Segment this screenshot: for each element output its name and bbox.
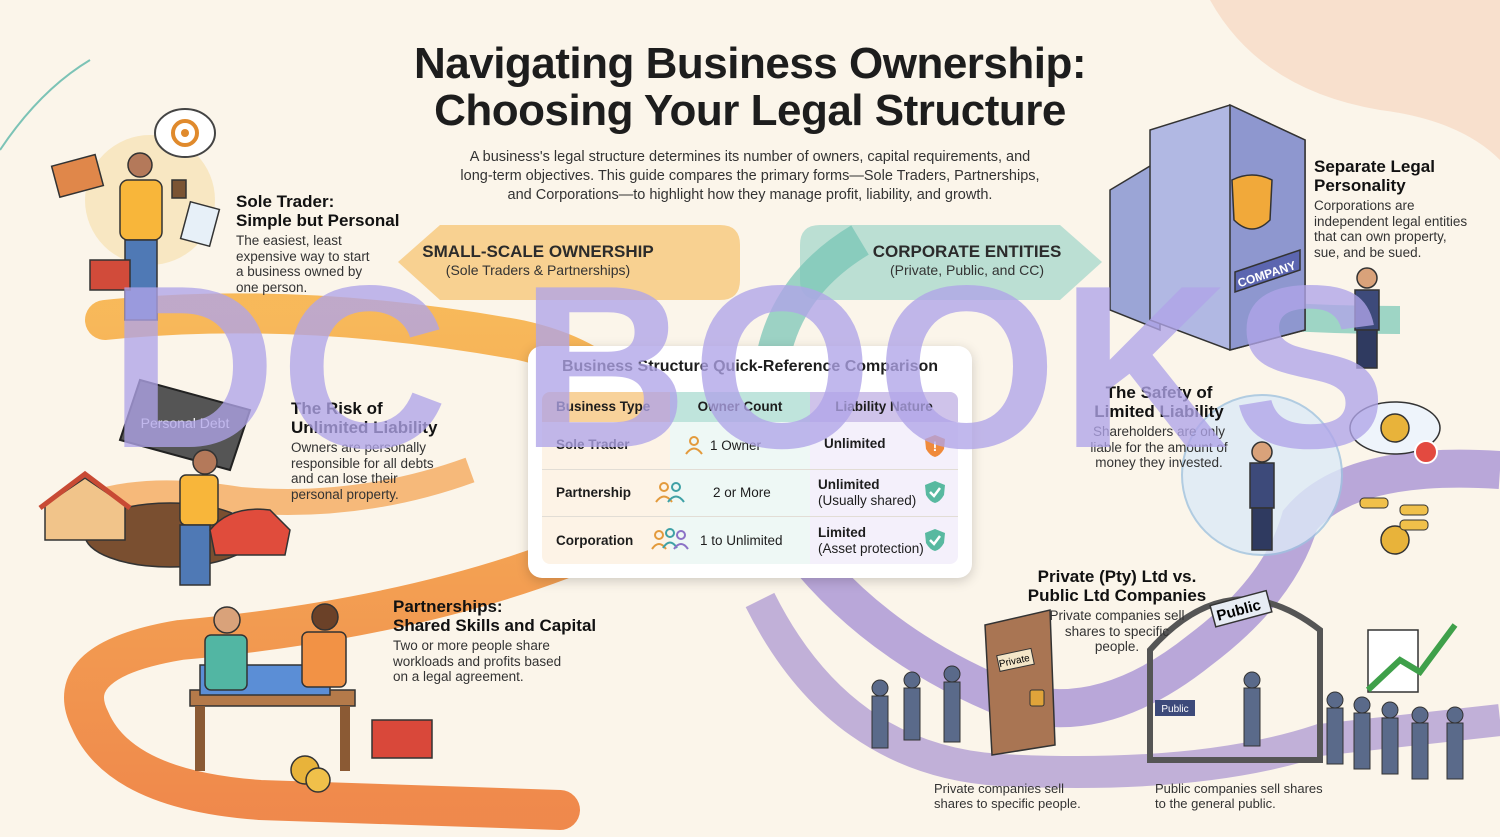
unlimited-heading-2: Unlimited Liability (291, 418, 438, 437)
header-owner-count: Owner Count (670, 392, 810, 422)
separate-personality-section: Separate Legal Personality Corporations … (1314, 157, 1484, 260)
row-type: Corporation (556, 533, 634, 548)
page-title: Navigating Business Ownership: Choosing … (0, 40, 1500, 134)
private-caption: Private companies sell shares to specifi… (934, 781, 1081, 811)
header-business-type: Business Type (542, 392, 670, 422)
table-row: Corporation 1 to Unlimited Limited (Asse… (542, 516, 958, 564)
svg-text:!: ! (933, 438, 938, 454)
public-gate-sign: Public (1161, 704, 1188, 715)
pty-heading-2: Public Ltd Companies (1027, 586, 1207, 605)
row-owners: 2 or More (713, 485, 771, 500)
intro-text: A business's legal structure determines … (460, 149, 1040, 203)
title-line-2: Choosing Your Legal Structure (434, 86, 1066, 135)
row-liability: Unlimited (824, 436, 886, 451)
check-shield-icon (925, 529, 945, 551)
warning-shield-icon: ! (925, 435, 945, 457)
limited-heading-1: The Safety of (1105, 383, 1213, 402)
unlimited-heading-1: The Risk of (291, 399, 383, 418)
comparison-table: Business Structure Quick-Reference Compa… (528, 346, 972, 578)
corporate-title: CORPORATE ENTITIES (872, 242, 1062, 261)
pty-heading-1: Private (Pty) Ltd vs. (1037, 567, 1197, 586)
sole-trader-heading-2: Simple but Personal (236, 211, 400, 230)
row-liability-note: (Usually shared) (818, 493, 917, 508)
check-shield-icon (925, 481, 945, 503)
small-scale-title: SMALL-SCALE OWNERSHIP (422, 242, 654, 261)
row-type: Sole Trader (556, 437, 630, 452)
table-row: Sole Trader 1 Owner Unlimited ! (542, 422, 958, 469)
sole-trader-illustration (50, 108, 221, 321)
limited-text: Shareholders are only liable for the amo… (1090, 424, 1228, 470)
unlimited-liability-illustration: Personal Debt (38, 378, 291, 586)
limited-liability-illustration (1181, 394, 1441, 556)
single-person-icon (685, 436, 703, 455)
limited-heading-2: Limited Liability (1094, 402, 1224, 421)
sole-trader-heading-1: Sole Trader: (236, 192, 335, 211)
pty-text: Private companies sell shares to specifi… (1049, 608, 1185, 654)
unlimited-liability-section: The Risk of Unlimited Liability Owners a… (291, 399, 451, 502)
sole-trader-text: The easiest, least expensive way to star… (236, 233, 370, 295)
header-liability-nature: Liability Nature (810, 392, 958, 422)
limited-liability-section: The Safety of Limited Liability Sharehol… (1084, 383, 1234, 471)
row-owners: 1 to Unlimited (700, 533, 783, 548)
public-caption: Public companies sell shares to the gene… (1155, 781, 1323, 811)
small-scale-subtitle: (Sole Traders & Partnerships) (445, 262, 631, 278)
debt-label: Personal Debt (141, 415, 230, 431)
row-type: Partnership (556, 485, 632, 500)
separate-heading-1: Separate Legal (1314, 157, 1435, 176)
separate-text: Corporations are independent legal entit… (1314, 198, 1468, 260)
corporate-subtitle: (Private, Public, and CC) (889, 262, 1045, 278)
row-owners: 1 Owner (710, 438, 762, 453)
group-people-icon (651, 528, 689, 550)
pty-vs-public-section: Private (Pty) Ltd vs. Public Ltd Compani… (1022, 567, 1212, 655)
partnerships-heading-1: Partnerships: (393, 597, 503, 616)
sole-trader-section: Sole Trader: Simple but Personal The eas… (236, 192, 406, 295)
table-title: Business Structure Quick-Reference Compa… (561, 358, 939, 375)
small-scale-banner: SMALL-SCALE OWNERSHIP (Sole Traders & Pa… (418, 242, 658, 278)
unlimited-text: Owners are personally responsible for al… (291, 440, 434, 502)
partnerships-heading-2: Shared Skills and Capital (393, 616, 597, 635)
title-line-1: Navigating Business Ownership: (413, 39, 1087, 88)
row-liability: Limited (818, 525, 867, 540)
partnerships-text: Two or more people share workloads and p… (393, 638, 562, 684)
table-row: Partnership 2 or More Unlimited (Usually… (542, 469, 958, 516)
partnerships-illustration (189, 603, 433, 793)
row-liability: Unlimited (818, 477, 880, 492)
partnerships-section: Partnerships: Shared Skills and Capital … (393, 597, 613, 685)
two-people-icon (655, 482, 685, 503)
corporate-banner: CORPORATE ENTITIES (Private, Public, and… (858, 242, 1076, 278)
private-public-illustration: Private Public Public (871, 589, 1464, 780)
watermark: DC BOOKS (108, 238, 1392, 497)
row-liability-note: (Asset protection) (818, 541, 924, 556)
company-building-illustration: COMPANY (1109, 103, 1380, 369)
separate-heading-2: Personality (1314, 176, 1406, 195)
